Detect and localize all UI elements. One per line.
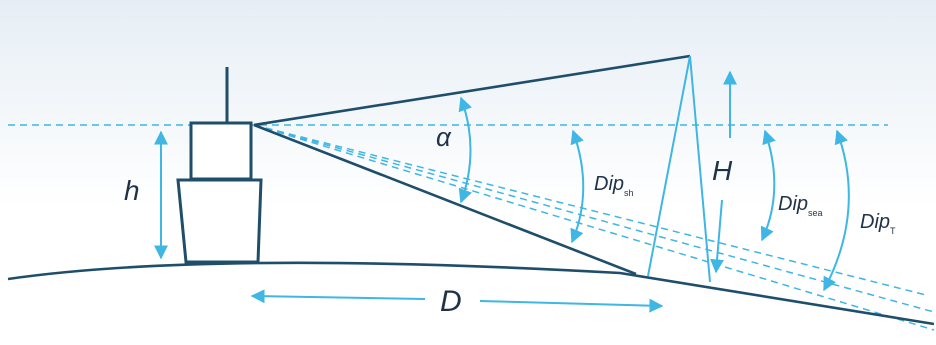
height-H-arrow-down [710,199,725,274]
dip-line-sh [253,124,927,296]
dip-line-sea [253,124,935,313]
label-alpha: α [436,122,452,152]
earth-surface [7,261,935,326]
alpha-angle-arc [458,96,472,204]
label-D: D [440,285,462,318]
label-dip-T-sub: T [890,226,896,236]
label-dip-T-main: Dip [860,211,890,233]
tower-base-section [176,178,263,264]
label-dip-sh-main: Dip [594,173,624,195]
distance-D-arrow-right [479,298,664,313]
distance-D-arrow-left [250,289,426,304]
label-dip-sh-sub: sh [624,188,634,198]
sight-line-to-object-top [253,54,691,127]
sight-line-to-shore [253,123,637,276]
label-dip-T: DipT [860,211,896,236]
dip-T-arc [823,129,850,292]
label-dip-sea-sub: sea [808,208,823,218]
dip-sea-arc [760,129,776,242]
label-dip-sea-main: Dip [778,193,808,215]
label-dip-sh: Dipsh [594,173,634,198]
label-H: H [712,155,733,186]
tower-top-section [189,121,253,181]
dip-sh-arc [570,129,585,244]
label-h: h [124,175,140,206]
label-dip-sea: Dipsea [778,193,823,218]
dip-line-true [253,124,935,331]
object-right-edge [689,55,711,283]
object-left-edge [647,55,691,277]
